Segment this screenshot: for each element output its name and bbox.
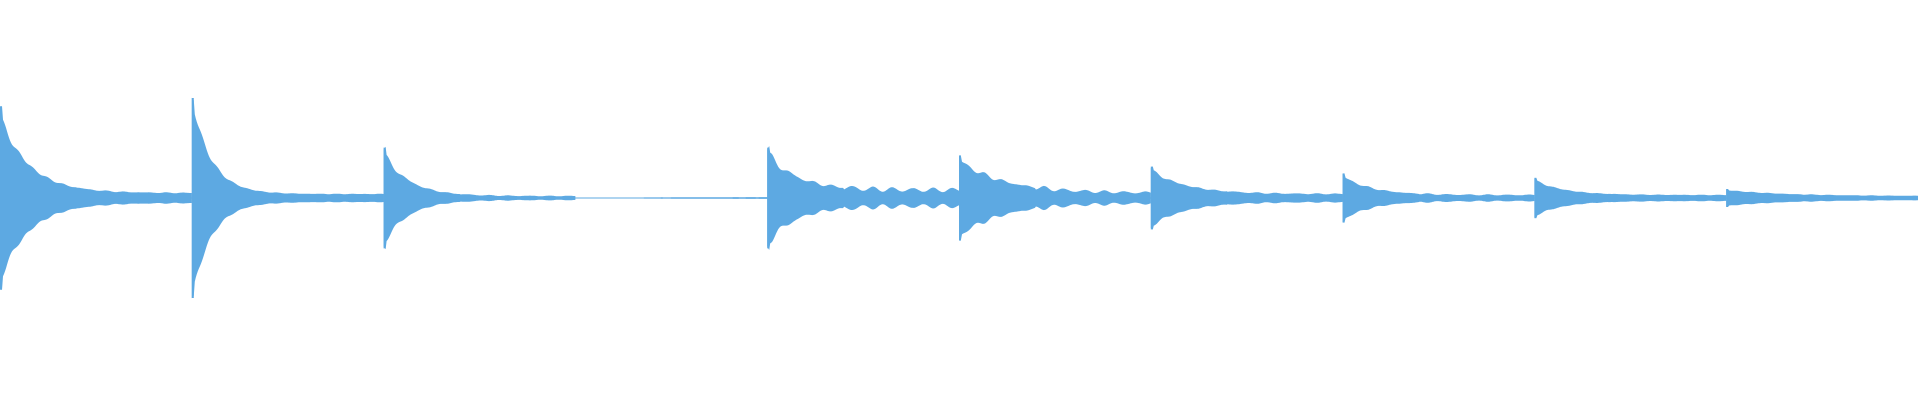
waveform-channel xyxy=(0,97,1918,299)
